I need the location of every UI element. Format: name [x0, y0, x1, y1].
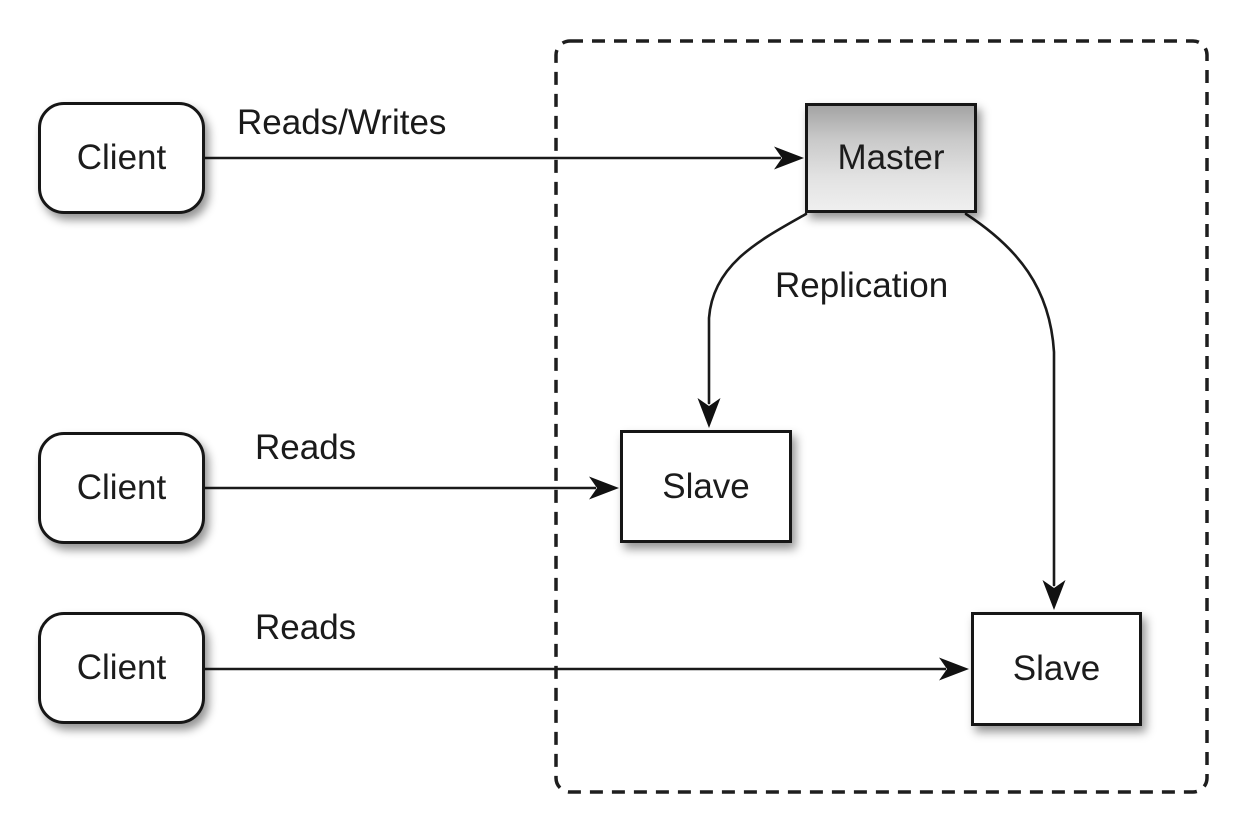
client-node-2: Client [38, 432, 205, 544]
reads-bottom-edge-label: Reads [255, 608, 357, 647]
replication-left-arrowhead-icon [697, 398, 721, 428]
slave-node-1: Slave [620, 430, 792, 543]
slave-node-2: Slave [971, 612, 1142, 726]
slave-node-1-label: Slave [662, 466, 750, 506]
client-node-1: Client [38, 102, 205, 214]
reads-mid-arrowhead-icon [589, 476, 619, 500]
reads-writes-edge-label: Reads/Writes [237, 103, 447, 142]
replication-edge-label: Replication [775, 266, 949, 305]
client-node-3: Client [38, 612, 205, 724]
reads-writes-arrowhead-icon [774, 146, 804, 170]
client-node-1-label: Client [76, 138, 167, 177]
system-boundary-dashed-box [554, 39, 1209, 794]
master-node-label: Master [837, 138, 945, 177]
reads-bottom-arrowhead-icon [939, 657, 969, 681]
replication-left-arrow-curve [707, 212, 808, 405]
client-node-2-label: Client [76, 468, 167, 507]
reads-mid-edge-label: Reads [255, 428, 357, 467]
replication-right-arrow-curve [964, 212, 1056, 587]
client-node-3-label: Client [76, 648, 167, 687]
master-node: Master [805, 103, 977, 213]
replication-right-arrowhead-icon [1042, 580, 1066, 610]
slave-node-2-label: Slave [1012, 649, 1101, 688]
